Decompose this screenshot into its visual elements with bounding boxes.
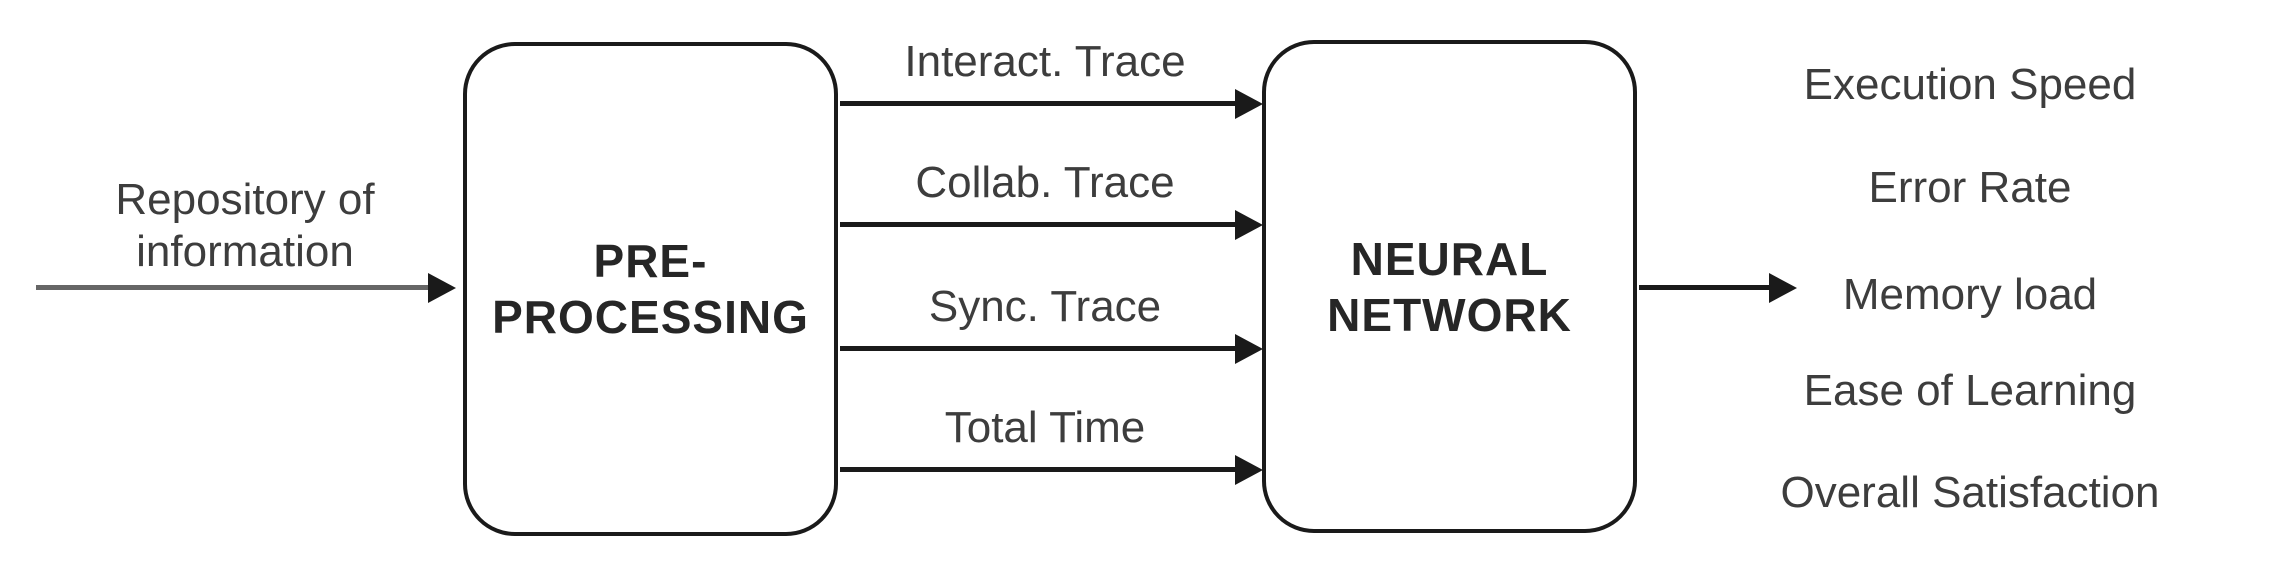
- preprocessing-box-title: PRE- PROCESSING: [492, 233, 809, 345]
- sync-trace-arrow-right-icon: [840, 346, 1235, 351]
- output-label-error-rate: Error Rate: [1868, 163, 2072, 212]
- input-arrow-right-icon: [36, 285, 428, 290]
- source-label-line2: information: [136, 227, 354, 276]
- preprocessing-title-line2: PROCESSING: [492, 291, 809, 343]
- output-arrow-right-icon: [1639, 285, 1769, 290]
- trace-label-interact: Interact. Trace: [904, 37, 1186, 86]
- neural-network-title-line1: NEURAL: [1350, 232, 1549, 285]
- interact-trace-arrow-right-icon: [840, 101, 1235, 106]
- trace-label-sync: Sync. Trace: [928, 282, 1162, 331]
- neural-network-title-line2: NETWORK: [1327, 288, 1572, 341]
- trace-label-total-time: Total Time: [944, 403, 1146, 452]
- output-label-execution-speed: Execution Speed: [1803, 60, 2137, 109]
- source-label: Repository of information: [35, 174, 455, 278]
- total-time-arrow-right-icon: [840, 467, 1235, 472]
- trace-label-collab: Collab. Trace: [915, 158, 1175, 207]
- neural-network-box-title: NEURAL NETWORK: [1327, 231, 1572, 343]
- neural-network-box: NEURAL NETWORK: [1262, 40, 1637, 533]
- collab-trace-arrow-right-icon: [840, 222, 1235, 227]
- output-label-ease-of-learning: Ease of Learning: [1803, 366, 2137, 415]
- source-label-line1: Repository of: [115, 175, 375, 224]
- output-label-overall-satisfaction: Overall Satisfaction: [1780, 468, 2160, 517]
- preprocessing-title-line1: PRE-: [593, 235, 708, 287]
- output-label-memory-load: Memory load: [1842, 270, 2098, 319]
- preprocessing-box: PRE- PROCESSING: [463, 42, 838, 536]
